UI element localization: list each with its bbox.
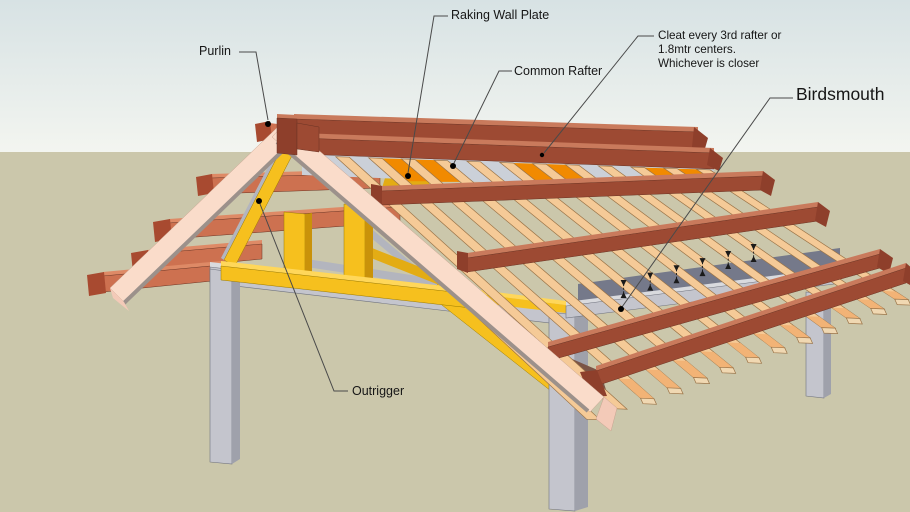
- cleat-note-line3: Whichever is closer: [658, 57, 781, 71]
- rafter-end-cap: [641, 398, 657, 404]
- rafter-end-cap: [720, 367, 736, 373]
- label-common-rafter: Common Rafter: [514, 64, 602, 78]
- label-raking-wall-plate: Raking Wall Plate: [451, 8, 549, 22]
- rafter-end-cap: [822, 328, 838, 334]
- rafter-end-cap: [846, 318, 862, 324]
- left-post: [210, 269, 232, 464]
- rafter-end-cap: [667, 388, 683, 394]
- rafter-end-cap: [871, 308, 887, 314]
- cleat-note-line2: 1.8mtr centers.: [658, 43, 781, 57]
- rafter-end-cap: [797, 337, 813, 343]
- label-cleat-note: Cleat every 3rd rafter or 1.8mtr centers…: [658, 29, 781, 71]
- cleat-note-line1: Cleat every 3rd rafter or: [658, 29, 781, 43]
- label-outrigger: Outrigger: [352, 384, 404, 398]
- rafter-end-cap: [694, 378, 710, 384]
- label-birdsmouth: Birdsmouth: [796, 87, 885, 101]
- rafter-end-cap: [746, 357, 762, 363]
- rafter-end-cap: [771, 347, 787, 353]
- label-purlin: Purlin: [199, 44, 231, 58]
- ridge-board-end: [277, 118, 297, 155]
- ground-plane: [0, 152, 910, 512]
- rafter-end-cap: [895, 299, 910, 305]
